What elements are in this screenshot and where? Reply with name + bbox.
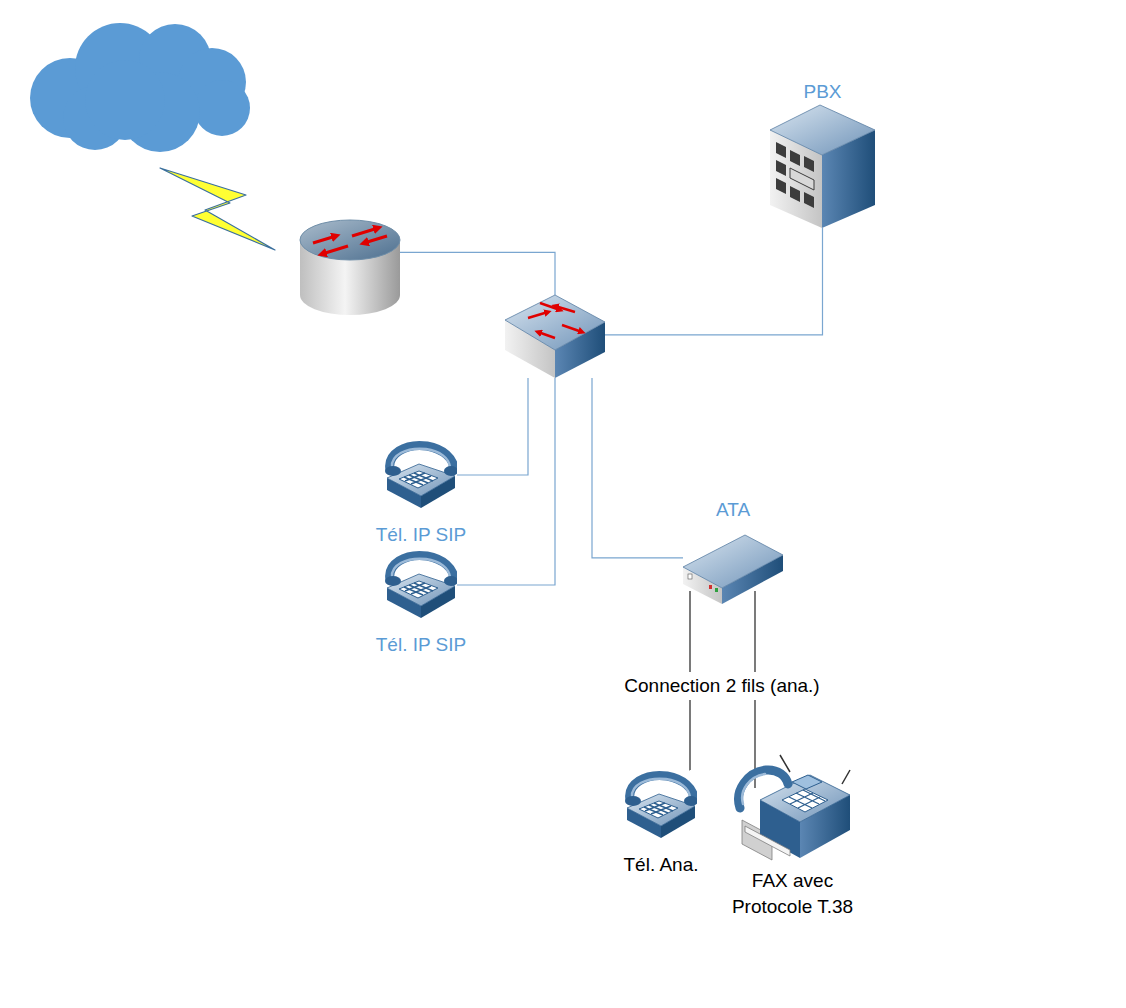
router-symbol [364,236,387,243]
switch-symbol [538,332,555,338]
fax-symbol [742,820,772,860]
ata-symbol [688,574,692,579]
cloud-symbol [63,86,127,150]
pbx-symbol [804,156,814,172]
node-label: Tél. Ana. [624,852,699,878]
cloud-symbol [85,60,165,140]
ip-phone-symbol [385,556,458,618]
cloud-symbol [178,48,246,116]
pbx-symbol [776,142,786,158]
pbx-symbol [770,105,875,228]
pbx-symbol [776,160,786,176]
fax-symbol [739,770,788,808]
switch-symbol [540,303,560,310]
ip-phone-node: Tél. IP SIP [385,550,457,620]
ata-symbol [683,567,722,604]
fax-symbol [782,789,828,812]
node-label: FAX avec Protocole T.38 [723,868,863,920]
ata-symbol [683,535,783,604]
fax-symbol [739,755,850,860]
ip-phone-symbol [385,556,458,618]
router-symbol [322,246,348,254]
pbx-symbol [770,105,875,155]
router-symbol [313,228,387,254]
ata-symbol [722,555,783,604]
router-symbol [300,220,400,260]
fax-symbol [760,800,800,858]
cloud-symbol [194,80,250,136]
fax-symbol [792,775,822,789]
node-label: ATA [716,497,750,523]
network-cable [400,252,555,295]
pbx-symbol [790,150,800,166]
ip-phone-node: Tél. IP SIP [385,440,457,510]
switch-symbol [505,295,605,378]
analog-phone-symbol [625,776,698,838]
connection-label: Connection 2 fils (ana.) [621,672,822,700]
pbx-symbol [776,142,814,208]
lightning-symbol [160,168,275,250]
router-symbol [313,236,336,243]
switch-symbol [505,295,605,350]
fax-symbol [745,826,790,856]
fax-symbol [742,774,765,804]
cloud-symbol [139,24,211,96]
node-label: PBX [803,79,841,105]
network-cable [605,228,823,335]
ata-node: ATA [683,533,783,591]
node-label: Tél. IP SIP [376,522,466,548]
switch-symbol [528,312,548,318]
pbx-symbol [776,178,786,194]
pbx-symbol [822,130,875,228]
network-cable [592,378,683,558]
analog-phone-symbol [625,776,698,838]
switch-symbol [562,325,582,332]
switch-symbol [555,306,575,312]
fax-symbol [760,775,850,822]
ip-phone-symbol [385,446,458,508]
pbx-symbol [790,168,814,190]
router-symbol [352,228,378,236]
router-symbol [300,220,400,315]
cloud-symbol [75,23,165,113]
pbx-symbol [770,130,822,228]
cloud-symbol [30,23,250,152]
cloud-symbol [120,72,200,152]
switch-node [505,295,605,378]
fax-symbol [800,795,850,858]
lightning-symbol [160,168,275,250]
network-cable [457,378,555,585]
switch-symbol [528,303,582,338]
router-symbol [300,240,400,315]
pbx-symbol [804,192,814,208]
switch-symbol [555,322,605,378]
pbx-node: PBX [770,105,875,228]
node-label: Tél. IP SIP [376,632,466,658]
fax-symbol [789,790,825,808]
ata-symbol [715,588,718,592]
ip-phone-symbol [385,446,458,508]
analog-phone-node: Tél. Ana. [625,770,697,840]
pbx-symbol [790,186,800,202]
fax-symbol [780,755,850,784]
router-node [300,220,400,315]
ata-symbol [683,535,783,588]
cloud-symbol [30,58,110,138]
network-cable [457,378,528,475]
fax-node: FAX avec Protocole T.38 [730,788,855,860]
ata-symbol [709,585,712,589]
switch-symbol [505,320,555,378]
